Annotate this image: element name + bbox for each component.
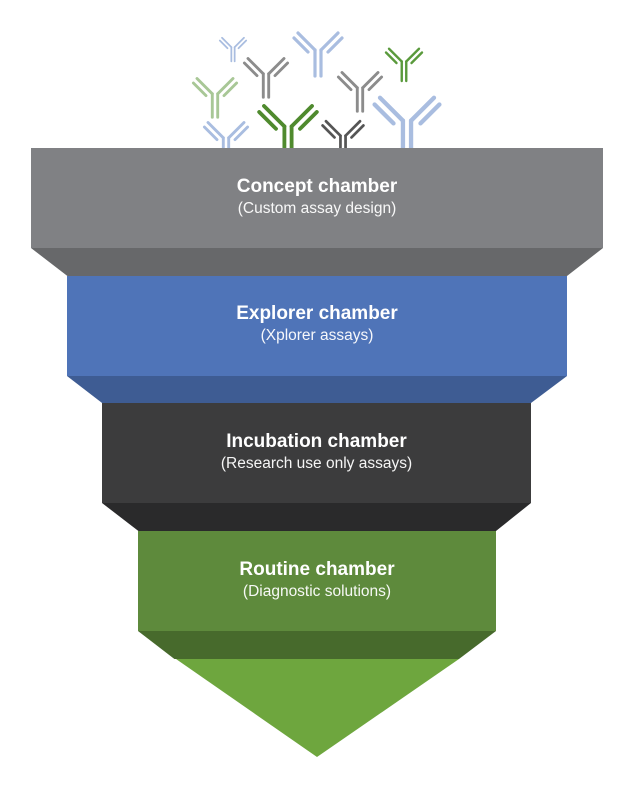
antibody-icon	[292, 31, 344, 78]
layer-box-explorer	[67, 276, 567, 376]
antibody-icon	[384, 47, 424, 83]
layer-box-routine	[138, 531, 496, 631]
layer-shadow-explorer	[67, 376, 567, 403]
layer-shadow-routine	[138, 631, 496, 659]
layer-title-routine: Routine chamber	[239, 559, 395, 580]
layer-label-concept: Concept chamber (Custom assay design)	[31, 175, 603, 219]
layer-label-routine: Routine chamber (Diagnostic solutions)	[138, 558, 496, 602]
layer-shadow-incubation	[102, 503, 531, 531]
funnel-arrow-tip	[176, 659, 459, 757]
antibody-icon	[336, 71, 384, 113]
layer-title-incubation: Incubation chamber	[226, 431, 407, 452]
antibody-icon	[191, 77, 239, 119]
layer-subtitle-incubation: (Research use only assays)	[220, 455, 413, 472]
antibody-icon	[202, 121, 250, 163]
antibody-icons	[191, 31, 442, 163]
layer-title-concept: Concept chamber	[236, 176, 398, 197]
funnel-layers	[31, 148, 603, 631]
antibody-icon	[242, 57, 290, 99]
antibody-icon	[257, 104, 319, 160]
layer-label-explorer: Explorer chamber (Xplorer assays)	[67, 302, 567, 346]
antibody-icon	[372, 95, 442, 158]
layer-subtitle-explorer: (Xplorer assays)	[260, 327, 374, 344]
layer-shadows	[31, 248, 603, 659]
layer-title-explorer: Explorer chamber	[236, 303, 398, 324]
layer-subtitle-concept: (Custom assay design)	[237, 200, 397, 217]
layer-label-incubation: Incubation chamber (Research use only as…	[102, 430, 531, 474]
layer-box-incubation	[102, 403, 531, 503]
antibody-icon	[218, 36, 248, 63]
layer-subtitle-routine: (Diagnostic solutions)	[242, 583, 392, 600]
layer-box-concept	[31, 148, 603, 248]
layer-shadow-concept	[31, 248, 603, 276]
